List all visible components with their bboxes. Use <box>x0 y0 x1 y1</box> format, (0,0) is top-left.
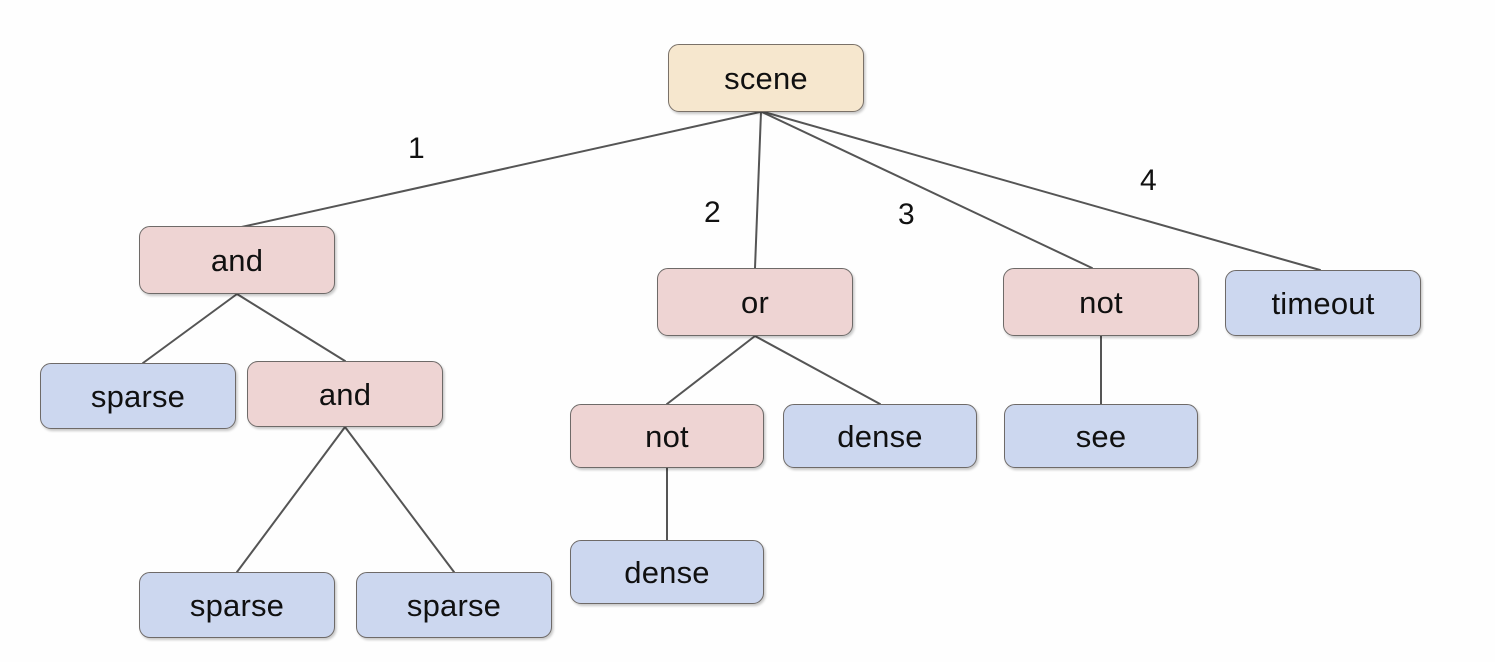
edge-label-1: 1 <box>408 132 425 165</box>
tree-node-label: sparse <box>189 587 285 623</box>
tree-node-label: scene <box>724 60 808 96</box>
tree-edge-scene-to-not1 <box>761 111 1093 269</box>
tree-node-label: or <box>741 284 769 320</box>
edge-label-3: 3 <box>898 198 915 231</box>
tree-node-label: dense <box>624 554 710 590</box>
tree-node-label: sparse <box>90 378 186 414</box>
tree-node-label: and <box>318 376 372 412</box>
tree-edge-scene-to-timeout1 <box>763 111 1321 271</box>
tree-node-label: and <box>210 242 264 278</box>
tree-edge-and1-to-sparse1 <box>142 293 238 364</box>
tree-node-see1[interactable]: see <box>1004 404 1198 468</box>
tree-node-and2[interactable]: and <box>247 361 443 427</box>
tree-edge-and1-to-and2 <box>236 293 346 362</box>
tree-edge-scene-to-and1 <box>236 111 761 229</box>
tree-node-or1[interactable]: or <box>657 268 853 336</box>
tree-edge-and2-to-sparse3 <box>344 426 455 573</box>
tree-node-timeout1[interactable]: timeout <box>1225 270 1421 336</box>
edge-label-2: 2 <box>704 196 721 229</box>
tree-edge-and2-to-sparse2 <box>236 426 346 573</box>
tree-node-not1[interactable]: not <box>1003 268 1199 336</box>
tree-edge-or1-to-not2 <box>666 335 756 405</box>
tree-node-not2[interactable]: not <box>570 404 764 468</box>
tree-node-label: not <box>645 418 689 454</box>
tree-edge-scene-to-or1 <box>754 111 762 269</box>
tree-node-and1[interactable]: and <box>139 226 335 294</box>
tree-node-label: sparse <box>406 587 502 623</box>
tree-node-label: timeout <box>1271 285 1375 321</box>
tree-edge-or1-to-dense1 <box>754 335 881 405</box>
tree-node-sparse3[interactable]: sparse <box>356 572 552 638</box>
tree-node-label: dense <box>837 418 923 454</box>
tree-node-label: see <box>1075 418 1127 454</box>
tree-node-dense1[interactable]: dense <box>783 404 977 468</box>
edge-label-4: 4 <box>1140 164 1157 197</box>
tree-node-label: not <box>1079 284 1123 320</box>
tree-node-sparse2[interactable]: sparse <box>139 572 335 638</box>
tree-node-scene[interactable]: scene <box>668 44 864 112</box>
tree-node-sparse1[interactable]: sparse <box>40 363 236 429</box>
tree-node-dense2[interactable]: dense <box>570 540 764 604</box>
